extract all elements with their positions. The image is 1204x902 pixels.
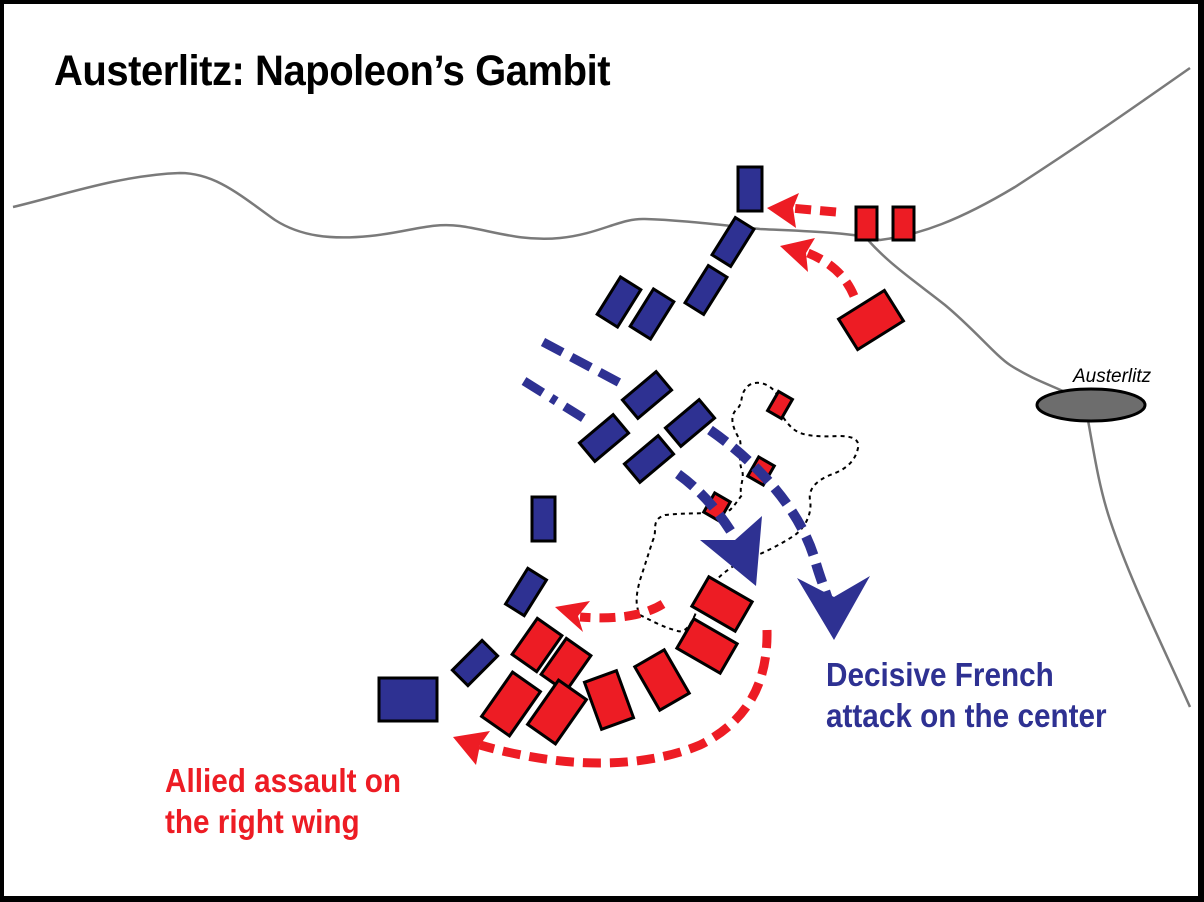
allied-units (479, 205, 916, 746)
french-unit (503, 566, 549, 618)
battle-map (12, 66, 1192, 768)
allied-unit (854, 205, 879, 242)
allied-arrow-shaft (789, 203, 837, 217)
allied-unit (689, 574, 755, 634)
allied-arrows (453, 193, 859, 768)
french-unit (450, 638, 500, 688)
allied-assault-caption: Allied assault on the right wing (165, 760, 401, 842)
road-to-austerlitz (867, 239, 1066, 394)
french-attack-caption-line1: Decisive French (826, 656, 1054, 693)
french-unit (709, 215, 757, 269)
french-unit (663, 397, 717, 449)
french-units (377, 165, 764, 723)
allied-assault-caption-line2: the right wing (165, 803, 360, 840)
french-arrowhead-icon (797, 576, 870, 640)
allied-unit (479, 670, 543, 738)
allied-unit (582, 668, 636, 732)
allied-unit-small (765, 389, 795, 421)
allied-unit (674, 616, 740, 676)
allied-arrowhead-icon (453, 731, 490, 765)
allied-unit (891, 205, 916, 242)
allied-assault-caption-line1: Allied assault on (165, 762, 402, 799)
allied-arrowhead-icon (767, 193, 799, 228)
map-canvas (4, 4, 1198, 896)
french-feint-line (521, 377, 591, 425)
french-unit (530, 495, 557, 543)
allied-unit (539, 636, 593, 694)
roads (12, 66, 1192, 708)
allied-unit (510, 616, 564, 674)
french-unit (628, 286, 676, 342)
allied-unit (632, 647, 692, 713)
allied-unit (836, 288, 906, 352)
french-attack-shaft (675, 469, 740, 541)
french-unit (622, 433, 676, 485)
allied-arrowhead-icon (780, 238, 815, 272)
french-arrowhead-icon (700, 516, 762, 586)
allied-arrow-shaft (579, 600, 666, 623)
austerlitz-town-icon (1035, 387, 1147, 423)
french-arrows (521, 338, 870, 640)
allied-arrow-shaft (806, 248, 859, 298)
town-label-austerlitz: Austerlitz (1073, 366, 1152, 387)
french-attack-caption: Decisive French attack on the center (826, 654, 1107, 736)
french-unit (682, 263, 730, 317)
french-unit-large (377, 676, 439, 723)
french-unit (620, 369, 674, 421)
french-attack-caption-line2: attack on the center (826, 697, 1107, 734)
french-unit (736, 165, 764, 213)
french-feint-line (540, 338, 623, 387)
map-title: Austerlitz: Napoleon’s Gambit (54, 47, 611, 95)
road-south-from-austerlitz (1086, 419, 1192, 708)
allied-arrow-shaft (478, 629, 772, 768)
french-unit (595, 274, 643, 330)
french-unit (577, 412, 631, 464)
allied-unit (525, 678, 589, 746)
allied-arrowhead-icon (555, 601, 590, 632)
road-main-east-west (12, 66, 1191, 242)
